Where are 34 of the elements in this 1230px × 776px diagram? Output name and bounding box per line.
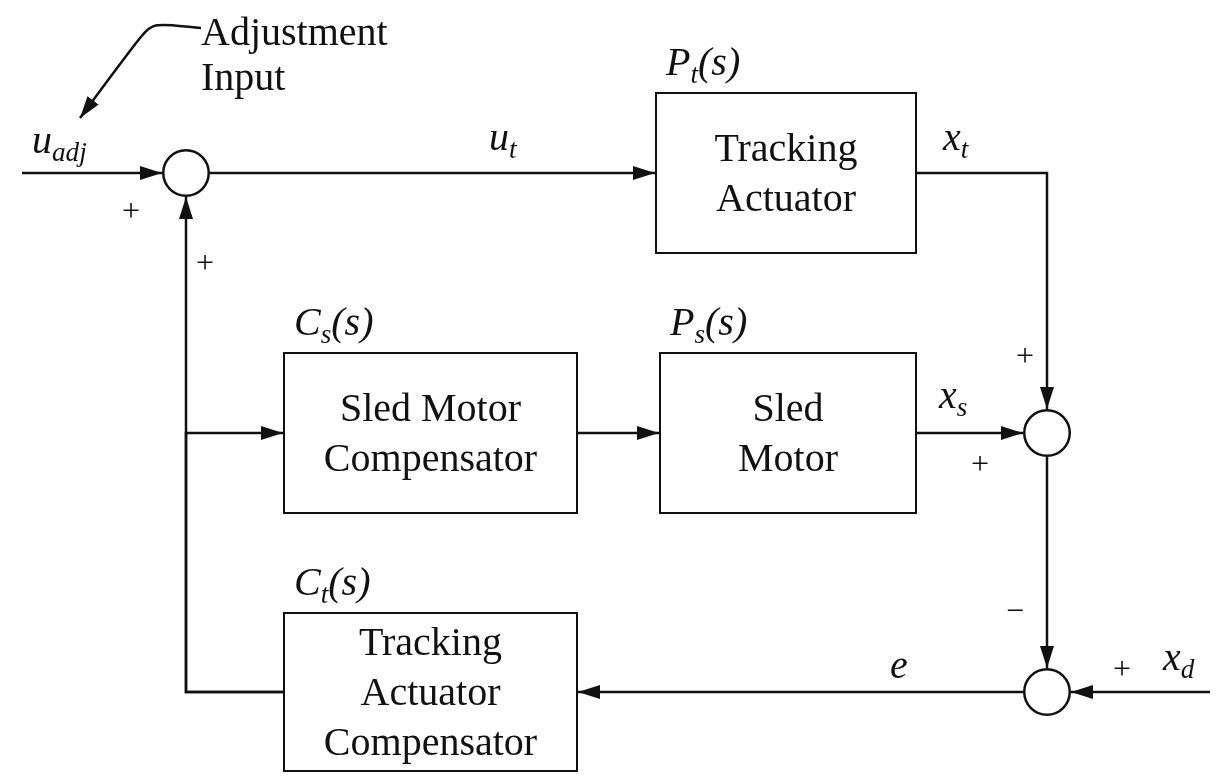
arrow [578, 426, 659, 440]
arrow [184, 426, 283, 694]
summing-junction [1023, 409, 1071, 457]
transfer-function-label: P$_{t}$(s) [666, 38, 741, 90]
transfer-function-label: C$_{s}$(s) [294, 298, 374, 350]
transfer-function-label: P$_{s}$(s) [670, 298, 748, 350]
sign-label: + [1016, 339, 1034, 371]
summing-junction [1023, 668, 1071, 716]
sign-label: − [1006, 594, 1024, 626]
signal-label: x$_{s}$ [939, 375, 968, 425]
sign-label: + [1113, 652, 1131, 684]
block-label: Tracking Actuator Compensator [322, 618, 539, 766]
leader-arrow [79, 23, 202, 119]
arrow [578, 685, 1023, 699]
signal-label: e [890, 645, 908, 689]
annotation-text: Adjustment Input [201, 10, 416, 102]
arrow [22, 166, 162, 180]
block-label: Tracking Actuator [713, 124, 859, 222]
arrow [210, 166, 655, 180]
signal-label: u$_{t}$ [489, 117, 517, 167]
arrow [1040, 457, 1054, 668]
transfer-function-label: C$_{t}$(s) [294, 558, 371, 610]
summing-junction [162, 149, 210, 197]
arrow [917, 426, 1023, 440]
signal-label: u$_{adj}$ [32, 120, 87, 170]
signal-label: x$_{t}$ [943, 117, 969, 167]
sign-label: + [196, 246, 214, 278]
arrow [917, 171, 1054, 409]
sign-label: + [971, 447, 989, 479]
block-label: Sled Motor [737, 384, 839, 482]
signal-label: x$_{d}$ [1163, 637, 1195, 687]
block-label: Sled Motor Compensator [322, 384, 539, 482]
arrow [1071, 685, 1210, 699]
sign-label: + [122, 194, 140, 226]
